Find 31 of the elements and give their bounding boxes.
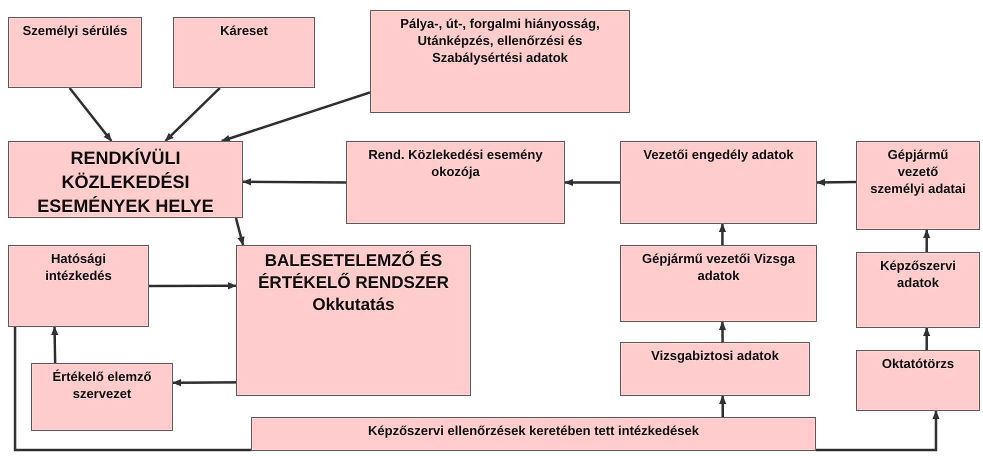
process-box: Rend. Közlekedési esemény okozója xyxy=(346,141,565,224)
arrow xyxy=(718,223,726,245)
arrow xyxy=(68,87,112,142)
arrow xyxy=(242,178,346,186)
process-box: Képzőszervi ellenőrzések keretében tett intézkedések xyxy=(251,417,816,451)
process-box: BALESETELEMZŐ ÉS ÉRTÉKELŐ RENDSZER Okkutatás xyxy=(236,245,471,396)
arrow xyxy=(172,379,236,386)
arrow xyxy=(816,410,940,452)
process-box: Gépjármű vezetői Vizsga adatok xyxy=(620,245,817,322)
arrow xyxy=(234,218,244,246)
process-box: Gépjármű vezető személyi adatai xyxy=(856,141,980,230)
process-box: Képzőszervi adatok xyxy=(856,252,980,328)
arrow xyxy=(923,229,930,252)
process-box: Értékelő elemző szervezet xyxy=(31,363,173,431)
arrow xyxy=(221,91,370,142)
arrow xyxy=(564,178,620,186)
process-box: Káreset xyxy=(173,17,315,88)
arrow xyxy=(164,87,221,142)
arrow xyxy=(51,326,58,364)
process-box: Személyi sérülés xyxy=(8,17,142,88)
arrow xyxy=(718,321,726,342)
process-box: Pálya-, út-, forgalmi hiányosság, Utánképzés, ellenőrzési és Szabálysértési adatok xyxy=(370,10,630,113)
arrow xyxy=(149,282,237,290)
process-box: RENDKÍVÜLI KÖZLEKEDÉSI ESEMÉNYEK HELYE xyxy=(8,141,243,218)
process-box: Hatósági intézkedés xyxy=(8,245,149,327)
process-box: Oktatótörzs xyxy=(856,350,980,411)
process-box: Vezetői engedély adatok xyxy=(620,141,817,224)
arrow xyxy=(923,327,930,350)
arrow xyxy=(719,395,726,417)
process-box: Vizsgabiztosi adatok xyxy=(620,342,810,396)
arrow xyxy=(816,178,856,186)
